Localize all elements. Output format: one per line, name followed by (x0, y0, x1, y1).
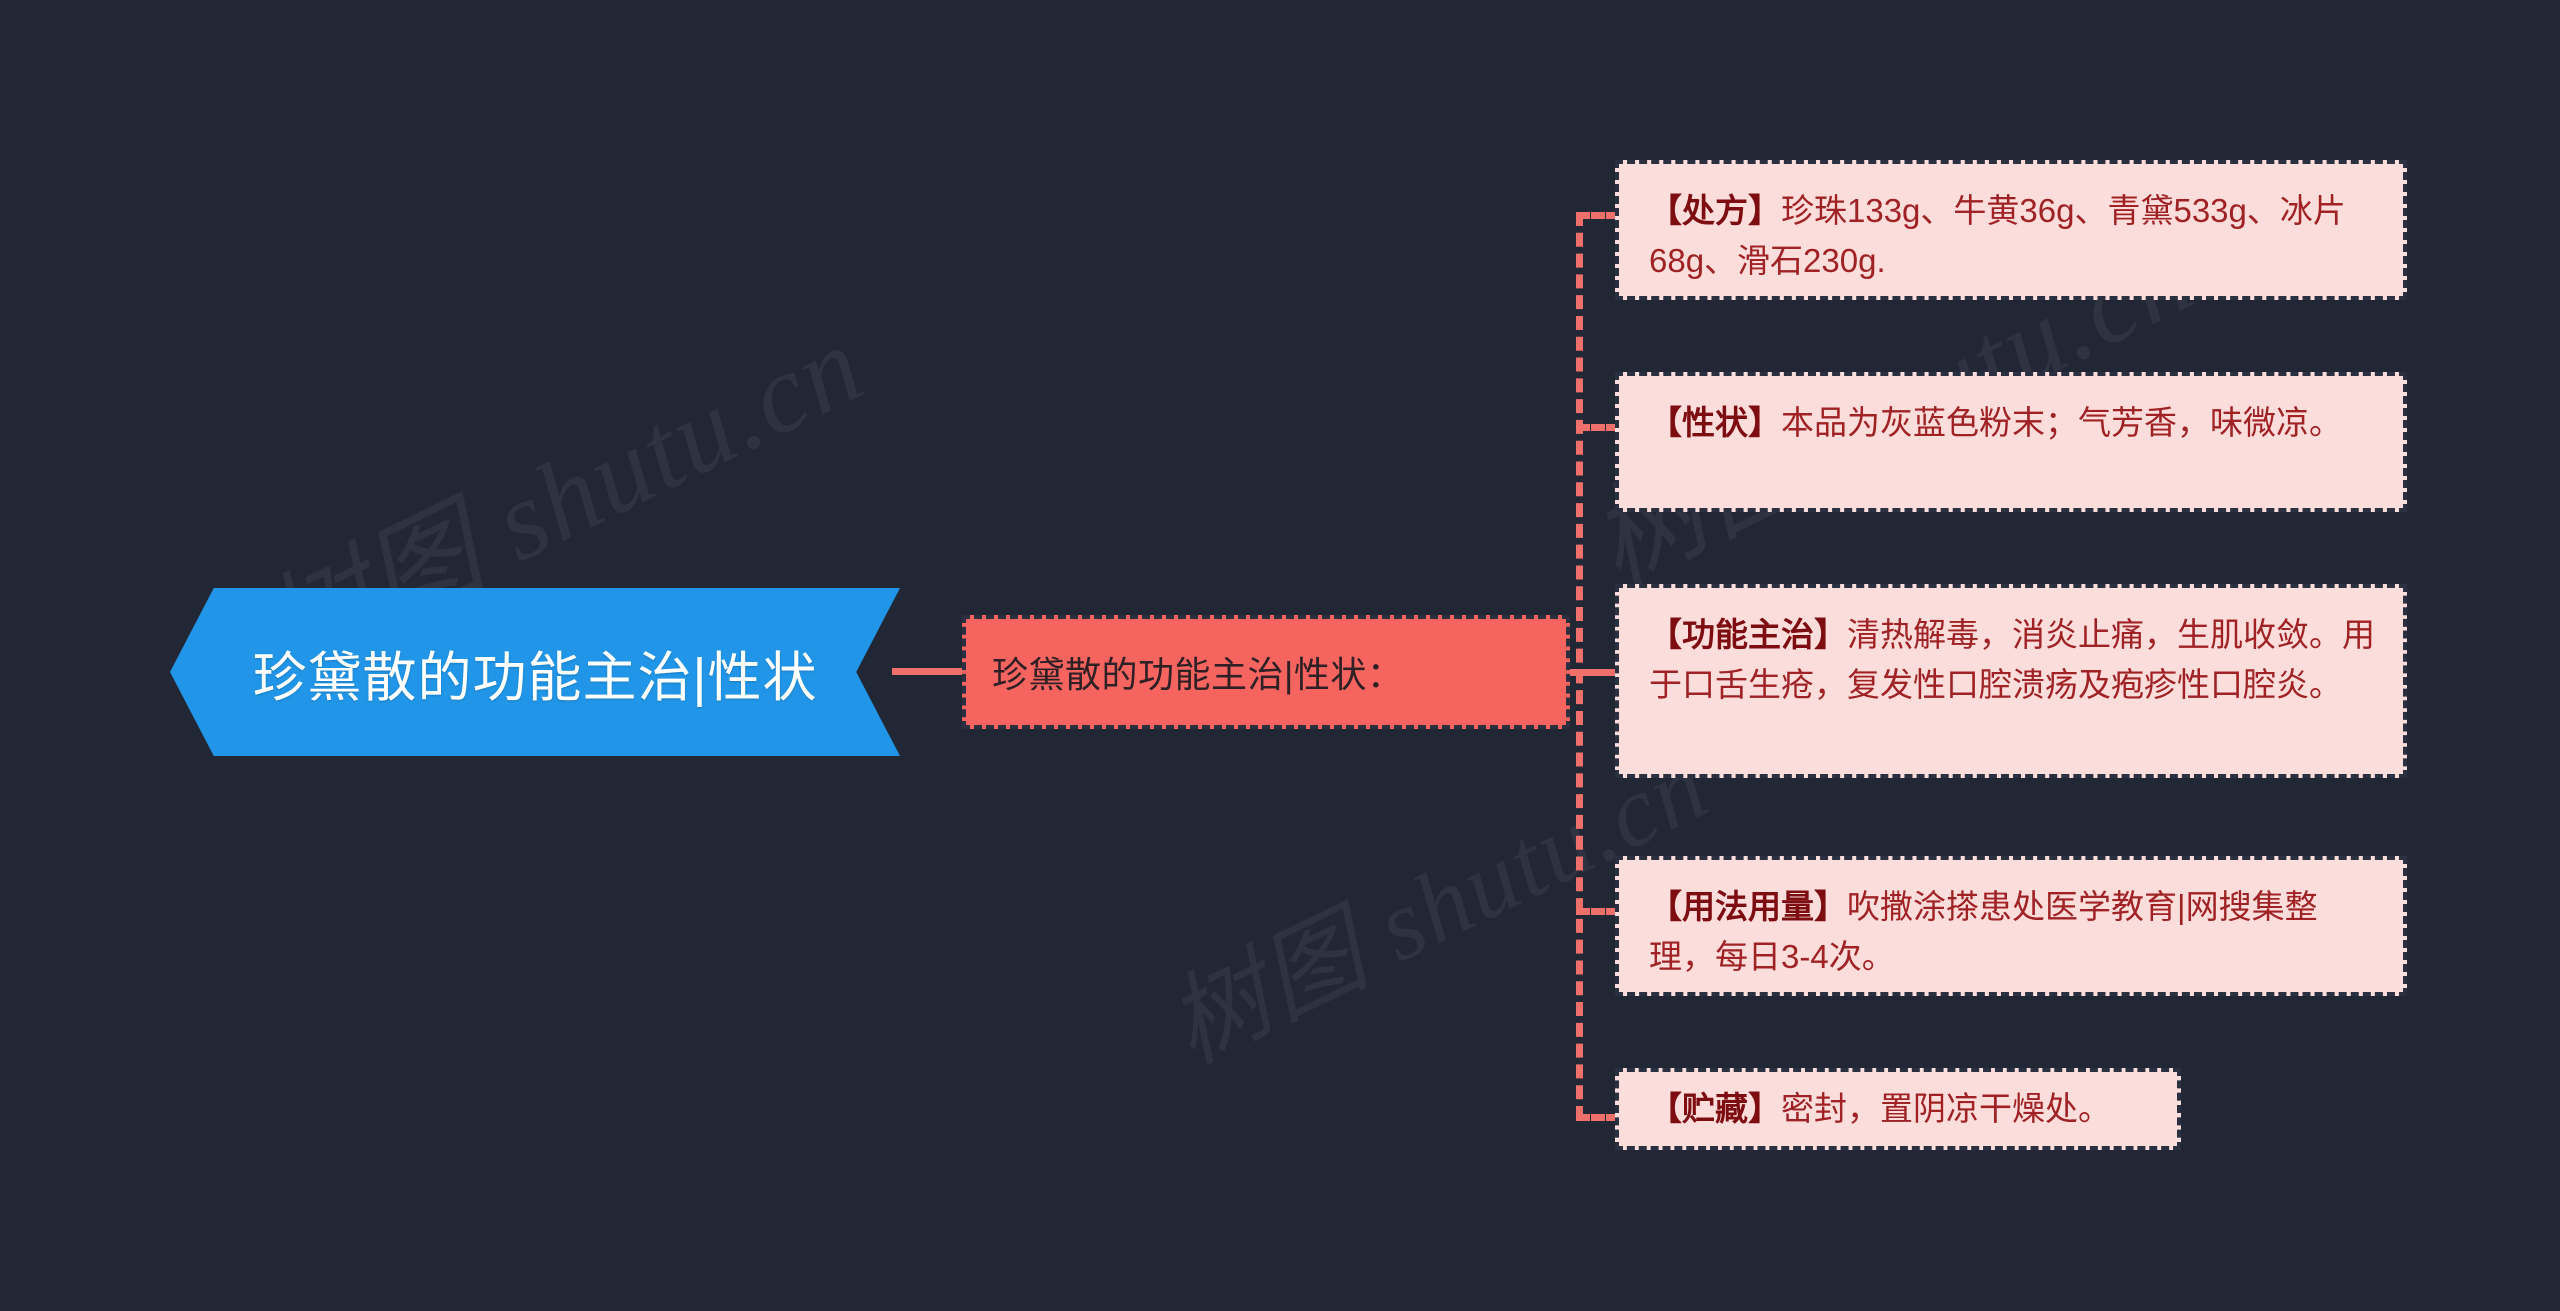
connector-topic-to-trunk (1570, 669, 1618, 676)
leaf-tag: 【用法用量】 (1649, 888, 1847, 925)
connector-branch-4 (1576, 908, 1620, 915)
leaf-node-dosage[interactable]: 【用法用量】吹撒涂搽患处医学教育|网搜集整理，每日3-4次。 (1615, 856, 2407, 996)
leaf-body: 密封，置阴凉干燥处。 (1781, 1089, 2111, 1127)
connector-root-to-topic (892, 668, 964, 675)
leaf-tag: 【性状】 (1649, 404, 1781, 441)
leaf-tag: 【功能主治】 (1649, 616, 1847, 653)
root-node-label: 珍黛散的功能主治|性状 (252, 647, 818, 708)
leaf-body: 本品为灰蓝色粉末；气芳香，味微凉。 (1781, 404, 2342, 441)
leaf-tag: 【贮藏】 (1649, 1089, 1781, 1127)
connector-branch-5 (1576, 1114, 1620, 1121)
connector-trunk (1576, 212, 1583, 1120)
leaf-node-storage[interactable]: 【贮藏】密封，置阴凉干燥处。 (1615, 1068, 2181, 1150)
topic-node-label: 珍黛散的功能主治|性状： (992, 654, 1404, 695)
leaf-body: 珍珠133g、牛黄36g、青黛533g、冰片68g、滑石230g. (1649, 192, 2346, 280)
leaf-node-indications[interactable]: 【功能主治】清热解毒，消炎止痛，生肌收敛。用于口舌生疮，复发性口腔溃疡及疱疹性口… (1615, 584, 2407, 778)
leaf-node-prescription[interactable]: 【处方】珍珠133g、牛黄36g、青黛533g、冰片68g、滑石230g. (1615, 160, 2407, 300)
topic-node[interactable]: 珍黛散的功能主治|性状： (962, 615, 1570, 729)
connector-branch-3 (1576, 669, 1620, 676)
connector-branch-2 (1576, 424, 1620, 431)
leaf-node-description[interactable]: 【性状】本品为灰蓝色粉末；气芳香，味微凉。 (1615, 372, 2407, 512)
leaf-body: 吹撒涂搽患处医学教育|网搜集整理，每日3-4次。 (1649, 888, 2318, 976)
root-node[interactable]: 珍黛散的功能主治|性状 (170, 588, 900, 756)
leaf-body: 清热解毒，消炎止痛，生肌收敛。用于口舌生疮，复发性口腔溃疡及疱疹性口腔炎。 (1649, 616, 2375, 704)
leaf-tag: 【处方】 (1649, 192, 1781, 229)
connector-branch-1 (1576, 212, 1620, 219)
